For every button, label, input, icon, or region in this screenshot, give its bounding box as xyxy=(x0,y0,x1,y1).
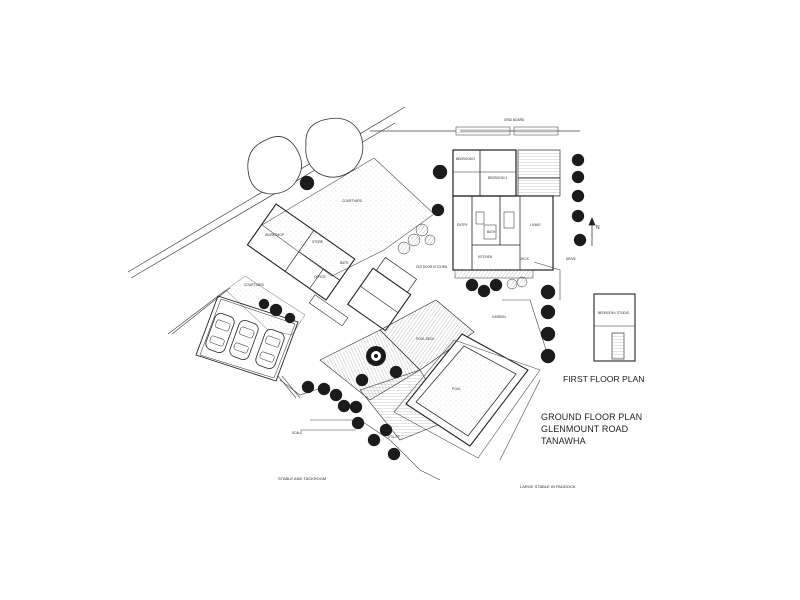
carport xyxy=(195,295,299,382)
label-pool: POOL xyxy=(452,387,461,391)
cars xyxy=(205,313,285,369)
label-north: N xyxy=(596,225,600,231)
label-store: STORE xyxy=(312,240,323,244)
feature-tree xyxy=(366,346,386,366)
label-courtyard-upper: COURTYARD xyxy=(342,199,362,203)
label-garden: GARDEN xyxy=(492,315,506,319)
label-large-stable: LARGE STABLE IN PADDOCK xyxy=(520,484,576,489)
label-courtyard-left: COURTYARD xyxy=(244,283,264,287)
label-outdoor-kitchen: OUTDOOR KITCHEN xyxy=(416,265,448,269)
label-deck: DECK xyxy=(520,257,529,261)
label-pool-deck: POOL DECK xyxy=(416,337,435,341)
first-floor-plan xyxy=(593,293,636,362)
label-bath-small: BATH xyxy=(340,261,349,265)
large-trees xyxy=(247,117,364,195)
label-utility: UTILITY xyxy=(388,435,400,439)
label-bedroom-2: BEDROOM 2 xyxy=(456,157,476,161)
swimming-pool xyxy=(393,333,541,459)
planting-clusters xyxy=(397,223,528,290)
label-first-floor-room: BEDROOM / STUDIO xyxy=(598,311,630,315)
label-office: OFFICE xyxy=(314,275,326,279)
label-entry: ENTRY xyxy=(457,223,468,227)
carport-edge xyxy=(277,375,301,399)
central-deck xyxy=(319,299,475,441)
label-living: LIVING xyxy=(530,223,541,227)
hedges xyxy=(454,126,559,279)
pool-house xyxy=(346,256,418,332)
label-kitchen: KITCHEN xyxy=(478,255,492,259)
label-drive: DRIVE xyxy=(566,257,576,261)
title-suburb: TANAWHA xyxy=(541,436,586,446)
label-scale: SCALE xyxy=(292,431,303,435)
title-first-floor-plan: FIRST FLOOR PLAN xyxy=(563,374,645,384)
label-workshop: WORKSHOP xyxy=(265,233,284,237)
label-stable: STABLE AND TACKROOM xyxy=(278,476,327,481)
title-ground-floor-plan: GROUND FLOOR PLAN xyxy=(541,412,643,422)
title-road: GLENMOUNT ROAD xyxy=(541,424,629,434)
label-grid-board: GRID BOARD xyxy=(504,118,525,122)
workshop-building xyxy=(246,203,356,327)
label-bedroom-1: BEDROOM 1 xyxy=(488,176,508,180)
courtyard-gravel-upper xyxy=(261,157,435,277)
north-arrow xyxy=(588,217,596,246)
shrubs xyxy=(258,153,587,461)
stair-hatch-top xyxy=(517,149,561,197)
label-bath: BATH xyxy=(487,230,496,234)
